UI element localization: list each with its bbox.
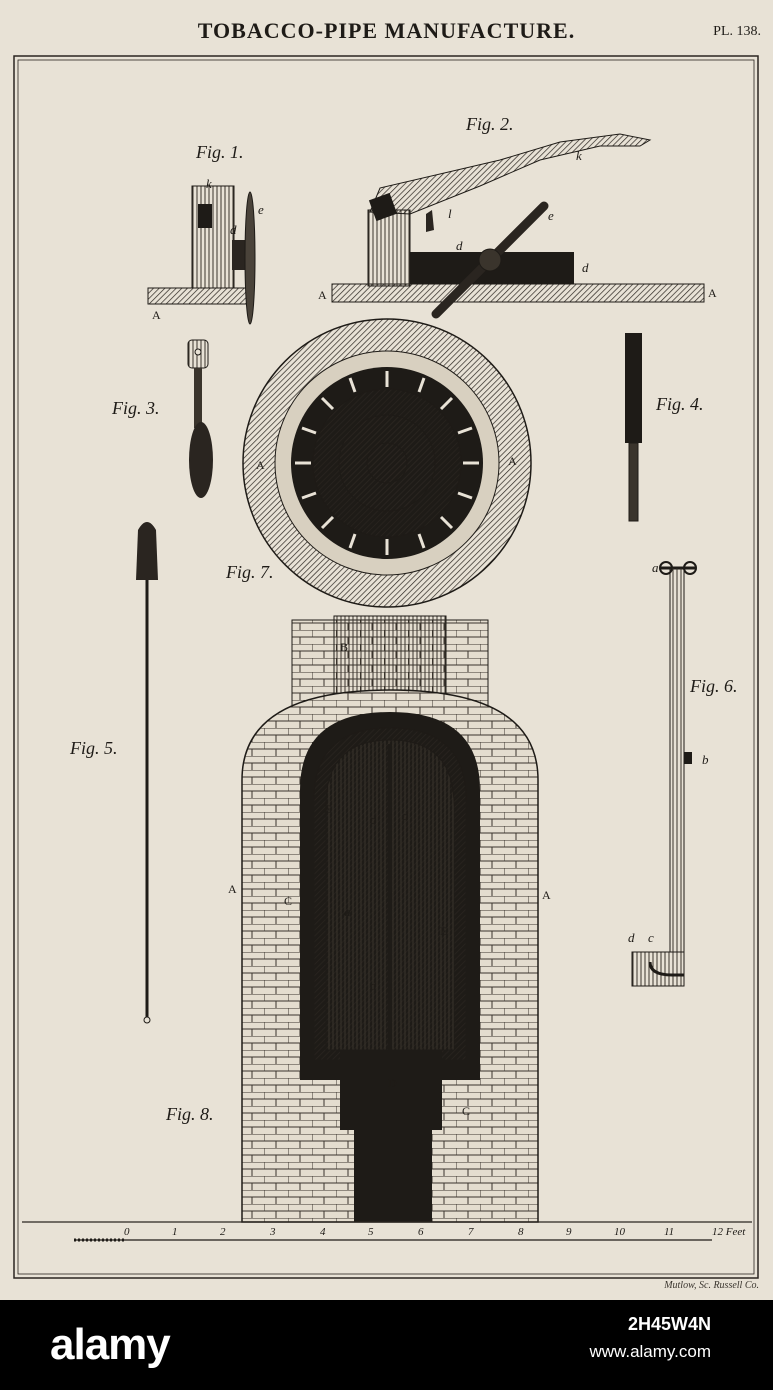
- fig8-letter-C-bottom: C: [462, 1104, 471, 1118]
- fig5-caption: Fig. 5.: [70, 738, 118, 758]
- fig6-pipe-tool-drawing: [631, 561, 697, 987]
- plate-number: PL. 138.: [713, 24, 761, 39]
- fig8-letter-d-3: d: [370, 978, 377, 993]
- fig1-caption: Fig. 1.: [196, 142, 244, 162]
- scale-tick-1: 1: [172, 1226, 178, 1238]
- fig8-letter-C-left: C: [284, 894, 293, 908]
- fig8-caption: Fig. 8.: [166, 1104, 214, 1124]
- fig2-letter-d-left: d: [456, 238, 463, 253]
- watermark-footer: alamy 2H45W4N www.alamy.com: [0, 1300, 773, 1390]
- fig6-letter-c: c: [648, 930, 654, 945]
- engraved-plate: TOBACCO-PIPE MANUFACTURE. PL. 138. Fig. …: [0, 0, 773, 1300]
- fig2-letter-e: e: [548, 208, 554, 223]
- fig7-letter-A-right: A: [508, 454, 517, 468]
- fig2-lever-press-drawing: [331, 133, 705, 319]
- fig8-letter-D: D: [388, 1076, 397, 1090]
- scale-tick-0: 0: [124, 1226, 130, 1238]
- scale-tick-8: 8: [518, 1226, 524, 1238]
- fig2-letter-l: l: [448, 206, 452, 221]
- scale-tick-5: 5: [368, 1226, 374, 1238]
- fig3-mould-drawing: [187, 339, 213, 498]
- fig8-letter-d-2: d: [402, 808, 409, 823]
- fig2-letter-k: k: [576, 148, 582, 163]
- fig1-letter-k: k: [206, 176, 212, 191]
- fig6-caption: Fig. 6.: [690, 676, 738, 696]
- scale-bar-drawing: [22, 1221, 752, 1242]
- fig8-letter-E-right: E: [440, 924, 448, 938]
- fig6-letter-d: d: [628, 930, 635, 945]
- fig1-letter-d: d: [230, 222, 237, 237]
- scale-tick-12: 12 Feet: [712, 1226, 746, 1238]
- scale-tick-10: 10: [614, 1226, 625, 1238]
- fig2-caption: Fig. 2.: [466, 114, 514, 134]
- scale-tick-3: 3: [270, 1226, 276, 1238]
- scale-tick-4: 4: [320, 1226, 326, 1238]
- scale-tick-9: 9: [566, 1226, 572, 1238]
- engraver-credit: Mutlow, Sc. Russell Co.: [664, 1280, 759, 1291]
- fig3-caption: Fig. 3.: [112, 398, 160, 418]
- fig1-letter-A: A: [152, 308, 161, 322]
- fig6-letter-a: a: [652, 560, 659, 575]
- fig8-letter-d-1: d: [370, 812, 377, 827]
- scale-tick-2: 2: [220, 1226, 226, 1238]
- scale-tick-6: 6: [418, 1226, 424, 1238]
- fig4-rod-drawing: [625, 333, 642, 522]
- scale-tick-7: 7: [468, 1226, 474, 1238]
- fig8-letter-B: B: [340, 640, 349, 654]
- fig7-kiln-plan-drawing: [242, 318, 532, 608]
- fig8-kiln-section-drawing: [241, 615, 539, 1223]
- image-id: 2H45W4N: [627, 1314, 711, 1334]
- fig2-letter-d-right: d: [582, 260, 589, 275]
- fig4-caption: Fig. 4.: [656, 394, 704, 414]
- alamy-logo: alamy: [50, 1320, 171, 1369]
- fig2-letter-A-right: A: [708, 286, 717, 300]
- plate-border: [13, 55, 759, 1279]
- fig2-letter-A-left: A: [318, 288, 327, 302]
- site-url: www.alamy.com: [589, 1342, 711, 1361]
- fig1-letter-e: e: [258, 202, 264, 217]
- fig8-letter-a: a: [344, 904, 351, 919]
- fig7-caption: Fig. 7.: [226, 562, 274, 582]
- fig8-letter-A-left: A: [228, 882, 237, 896]
- fig7-letter-A-left: A: [256, 458, 265, 472]
- fig6-letter-b: b: [702, 752, 709, 767]
- fig8-letter-E-left: E: [324, 802, 332, 816]
- plate-title: TOBACCO-PIPE MANUFACTURE.: [197, 18, 576, 43]
- fig5-wire-drawing: [136, 522, 158, 1024]
- fig8-letter-A-right: A: [542, 888, 551, 902]
- scale-tick-11: 11: [664, 1226, 675, 1238]
- fig1-press-drawing: [147, 185, 256, 325]
- plate-artwork: [13, 55, 759, 1279]
